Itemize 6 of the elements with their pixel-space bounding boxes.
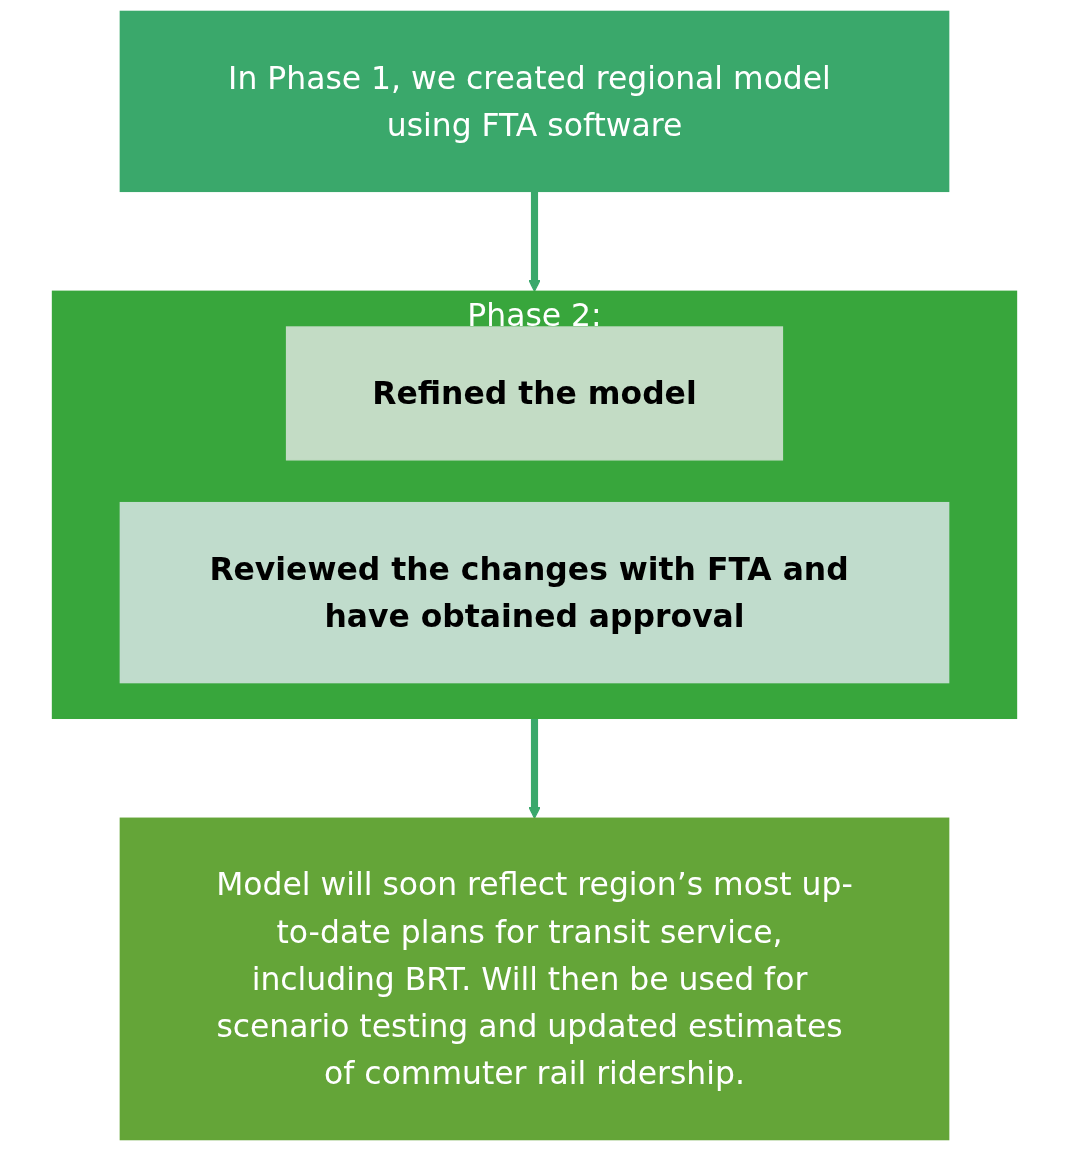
node-box: In Phase 1, we created regional model using FTA software	[119, 10, 950, 193]
arrow	[528, 191, 541, 292]
node-box: Model will soon reflect region’s most up-to-date plans for transit service, including BRT. Will then be used for scenario testing and updated estimates of commuter rail ridership.	[119, 817, 950, 1141]
node-box: Refined the model	[285, 326, 784, 461]
arrow	[528, 718, 541, 819]
node-box: Reviewed the changes with FTA and have obtained approval	[119, 501, 950, 684]
